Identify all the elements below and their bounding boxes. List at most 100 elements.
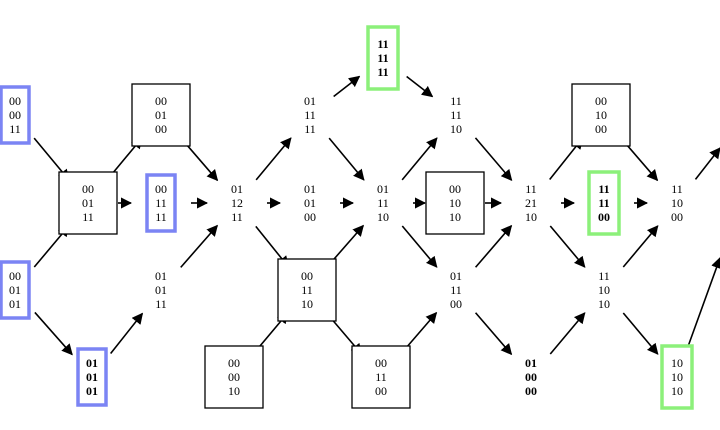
matrix-row: 10 <box>671 356 683 370</box>
arrow-m23-to-m25 <box>622 312 659 355</box>
matrix-row: 01 <box>377 182 389 196</box>
arrow-m25-to-out-bottom <box>686 256 720 350</box>
matrix-row: 00 <box>228 370 240 384</box>
matrix-row: 11 <box>598 182 609 196</box>
matrix-row: 10 <box>301 297 313 311</box>
blue-frame <box>76 347 108 407</box>
matrix-row: 11 <box>304 122 316 136</box>
green-frame <box>366 25 400 91</box>
matrix-row: 00 <box>9 269 21 283</box>
box-frame <box>571 83 631 147</box>
matrix-row: 10 <box>595 108 607 122</box>
green-frame <box>660 344 694 410</box>
matrix-row: 21 <box>525 196 537 210</box>
matrix-row: 00 <box>9 108 21 122</box>
matrix-row: 10 <box>671 384 683 398</box>
arrow-m2-to-m4 <box>34 311 73 356</box>
matrix-row: 00 <box>82 182 94 196</box>
matrix-row: 00 <box>595 122 607 136</box>
matrix-row: 11 <box>671 182 683 196</box>
matrix-row: 11 <box>9 122 21 136</box>
blue-frame <box>0 85 31 145</box>
matrix-row: 00 <box>450 297 462 311</box>
matrix-row: 11 <box>377 65 388 79</box>
arrow-m23-to-m24 <box>622 225 659 268</box>
matrix-row: 01 <box>525 356 537 370</box>
matrix-row: 10 <box>598 297 610 311</box>
matrix-row: 00 <box>525 384 537 398</box>
arrow-m10-to-m13 <box>333 75 361 98</box>
matrix-row: 10 <box>377 210 389 224</box>
matrix-row: 01 <box>86 370 98 384</box>
matrix-row: 00 <box>155 182 167 196</box>
arrow-m13-to-m16 <box>406 75 434 98</box>
matrix-row: 01 <box>86 384 98 398</box>
matrix-row: 11 <box>450 283 462 297</box>
matrix-row: 11 <box>598 196 609 210</box>
matrix-row: 10 <box>449 196 461 210</box>
matrix-row: 11 <box>301 283 313 297</box>
matrix-row: 11 <box>82 210 94 224</box>
matrix-row: 11 <box>231 210 243 224</box>
matrix-row: 01 <box>82 196 94 210</box>
matrix-row: 12 <box>231 196 243 210</box>
arrow-m8-to-m7 <box>180 224 219 268</box>
matrix-row: 00 <box>598 210 610 224</box>
matrix-row: 00 <box>301 269 313 283</box>
arrow-m7-to-m10 <box>255 137 292 181</box>
matrix-row: 00 <box>9 94 21 108</box>
box-frame <box>204 345 264 409</box>
arrow-m14-to-m16 <box>401 137 438 181</box>
matrix-row: 00 <box>595 94 607 108</box>
arrow-m18-to-m19 <box>474 224 513 268</box>
matrix-row: 11 <box>155 210 167 224</box>
arrow-m16-to-m19 <box>474 137 513 182</box>
matrix-row: 01 <box>231 182 243 196</box>
matrix-row: 11 <box>450 94 462 108</box>
matrix-row: 00 <box>525 370 537 384</box>
box-frame <box>58 171 118 235</box>
matrix-row: 11 <box>375 370 387 384</box>
arrow-m20-to-m23 <box>549 312 586 355</box>
matrix-row: 10 <box>525 210 537 224</box>
box-frame <box>277 258 337 322</box>
matrix-row: 01 <box>304 94 316 108</box>
matrix-row: 00 <box>375 384 387 398</box>
matrix-row: 11 <box>377 196 389 210</box>
matrix-row: 10 <box>449 210 461 224</box>
matrix-row: 00 <box>304 210 316 224</box>
matrix-row: 11 <box>155 196 167 210</box>
matrix-row: 11 <box>304 108 316 122</box>
matrix-row: 11 <box>598 269 610 283</box>
matrix-row: 01 <box>155 269 167 283</box>
matrix-row: 11 <box>525 182 537 196</box>
matrix-row: 01 <box>155 283 167 297</box>
arrow-m4-to-m8 <box>110 312 144 354</box>
matrix-row: 01 <box>450 269 462 283</box>
matrix-row: 11 <box>155 297 167 311</box>
matrix-row: 10 <box>671 196 683 210</box>
matrix-row: 00 <box>155 94 167 108</box>
matrix-row: 10 <box>671 370 683 384</box>
matrix-row: 00 <box>449 182 461 196</box>
matrix-row: 01 <box>9 297 21 311</box>
